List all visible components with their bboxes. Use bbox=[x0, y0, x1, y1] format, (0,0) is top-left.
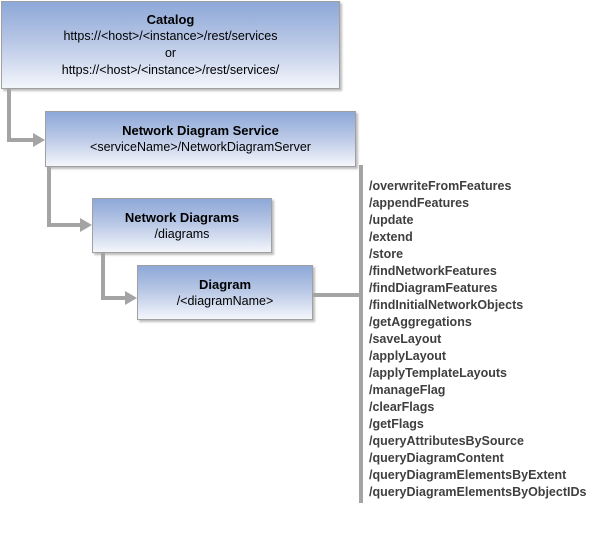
catalog-url-alternate: https://<host>/<instance>/rest/services/ bbox=[61, 63, 280, 77]
catalog-or-label: or bbox=[164, 46, 177, 60]
connector-catalog-horizontal bbox=[7, 138, 35, 142]
operation-item: /queryAttributesBySource bbox=[369, 434, 524, 448]
diagrams-title: Network Diagrams bbox=[124, 209, 240, 225]
connector-diagrams-horizontal bbox=[101, 296, 127, 300]
arrowhead-to-diagram-icon bbox=[125, 291, 137, 305]
diagram-title: Diagram bbox=[198, 276, 252, 292]
operation-item: /queryDiagramElementsByExtent bbox=[369, 468, 567, 482]
operation-item: /applyLayout bbox=[369, 349, 447, 363]
diagram-path: /<diagramName> bbox=[176, 293, 274, 308]
operation-item: /extend bbox=[369, 230, 413, 244]
service-title: Network Diagram Service bbox=[122, 123, 279, 138]
operation-item: /applyTemplateLayouts bbox=[369, 366, 507, 380]
operation-item: /update bbox=[369, 213, 414, 227]
network-diagrams-box: Network Diagrams /diagrams bbox=[92, 198, 272, 253]
catalog-url-primary: https://<host>/<instance>/rest/services bbox=[63, 29, 278, 43]
operation-item: /overwriteFromFeatures bbox=[369, 179, 512, 193]
operations-vertical-rule bbox=[359, 165, 363, 503]
diagram-box: Diagram /<diagramName> bbox=[137, 265, 313, 320]
operation-item: /clearFlags bbox=[369, 400, 435, 414]
operation-item: /findNetworkFeatures bbox=[369, 264, 497, 278]
catalog-title: Catalog bbox=[146, 12, 195, 27]
operation-item: /getFlags bbox=[369, 417, 424, 431]
operation-item: /appendFeatures bbox=[369, 196, 470, 210]
connector-service-vertical bbox=[47, 167, 51, 227]
connector-diagram-to-operations bbox=[313, 293, 359, 297]
service-path: <serviceName>/NetworkDiagramServer bbox=[90, 140, 311, 154]
connector-catalog-vertical bbox=[7, 89, 11, 142]
operation-item: /saveLayout bbox=[369, 332, 442, 346]
arrowhead-to-service-icon bbox=[33, 133, 45, 147]
arrowhead-to-diagrams-icon bbox=[80, 218, 92, 232]
network-diagram-service-box: Network Diagram Service <serviceName>/Ne… bbox=[45, 111, 356, 167]
operation-item: /findInitialNetworkObjects bbox=[369, 298, 524, 312]
operation-item: /findDiagramFeatures bbox=[369, 281, 498, 295]
operation-item: /getAggregations bbox=[369, 315, 472, 329]
operation-item: /queryDiagramContent bbox=[369, 451, 504, 465]
operations-list: /overwriteFromFeatures/appendFeatures/up… bbox=[369, 178, 586, 501]
connector-service-horizontal bbox=[47, 223, 82, 227]
operation-item: /queryDiagramElementsByObjectIDs bbox=[369, 485, 587, 499]
catalog-box: Catalog https://<host>/<instance>/rest/s… bbox=[1, 1, 340, 89]
connector-diagrams-vertical bbox=[101, 253, 105, 300]
operation-item: /store bbox=[369, 247, 404, 261]
diagrams-path: /diagrams bbox=[154, 226, 210, 241]
operation-item: /manageFlag bbox=[369, 383, 446, 397]
